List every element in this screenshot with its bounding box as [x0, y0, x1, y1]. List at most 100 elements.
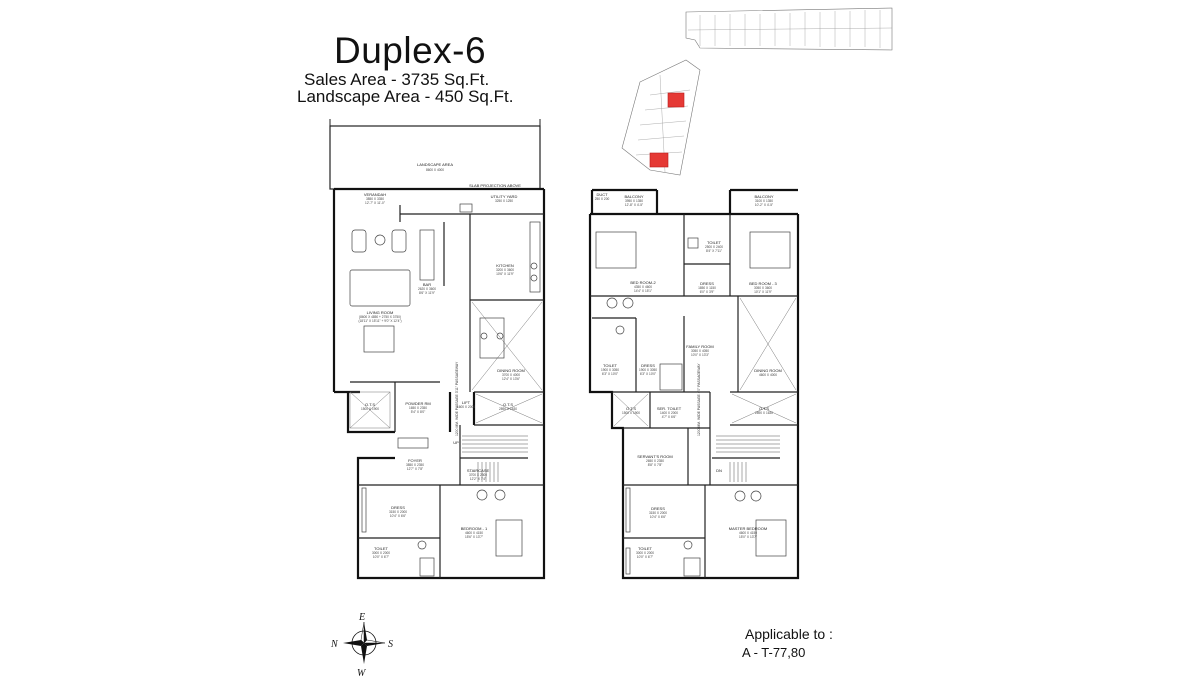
ground-floor-living-name: LIVING ROOM: [367, 310, 394, 315]
highlight-unit-1: [667, 92, 685, 108]
ground-floor-ots2-dim: 2890 X 1630: [499, 407, 517, 411]
first-floor-balcony2-name: BALCONY: [754, 194, 773, 199]
ground-floor-passage: 1200 MM. WIDE PASSAGE 3'11" PASSAGEWAY: [455, 361, 459, 436]
ground-floor-living-imp: (18'11" X 15'11" + 9'0" X 12'4"): [358, 319, 401, 323]
first-floor-family-dim: 3050 X 4050: [691, 349, 709, 353]
ground-floor-dining-name: DINING ROOM: [497, 368, 525, 373]
ground-floor-powder-imp: 5'4" X 8'0": [411, 410, 425, 414]
first-floor-ser-toilet-dim: 1400 X 2000: [660, 411, 678, 415]
first-floor-toilet-imp: 10'0" X 6'7": [637, 555, 653, 559]
sales-area: Sales Area - 3735 Sq.Ft.: [304, 70, 490, 89]
first-floor-dining-void-name: DINING ROOM: [754, 368, 782, 373]
ground-floor-toilet-name: TOILET: [374, 546, 388, 551]
ground-floor-foyer-name: FOYER: [408, 458, 422, 463]
first-floor-balcony1-imp: 12'-8" X 4'-5": [625, 203, 643, 207]
compass-east: E: [358, 612, 365, 623]
ground-floor-bar-name: BAR: [423, 282, 431, 287]
first-floor-toilet-top-dim: 2500 X 2400: [705, 245, 723, 249]
ground-floor-kitchen-name: KITCHEN: [496, 263, 514, 268]
first-floor-ots1-name: O.T.S: [626, 406, 636, 411]
first-floor-toilet-left-imp: 6'3" X 10'0": [602, 372, 618, 376]
ground-floor-lift-name: LIFT: [462, 400, 471, 405]
first-floor-balcony2-dim: 3100 X 1350: [755, 199, 773, 203]
first-floor-duct-dim: 250 X 200: [595, 197, 610, 201]
first-floor-family-imp: 10'0" X 13'3": [691, 353, 709, 357]
key-plan: [621, 7, 893, 176]
first-floor-bedroom2-dim: 4350 X 4600: [634, 285, 652, 289]
ground-floor-lift-dim: 1600 X 2000: [457, 405, 475, 409]
first-floor-bedroom3-imp: 10'1" X 11'9": [754, 290, 772, 294]
first-floor-master-name: MASTER BEDROOM: [729, 526, 767, 531]
first-floor-bedroom2-name: BED ROOM-2: [630, 280, 656, 285]
first-floor-balcony2-imp: 10'-2" X 4'-5": [755, 203, 773, 207]
first-floor-passage: 1200 MM. WIDE PASSAGE 4'0" PASSAGEWAY: [697, 363, 701, 436]
first-floor-balcony1-name: BALCONY: [624, 194, 643, 199]
first-floor-dress-imp: 10'4" X 6'6": [650, 515, 666, 519]
first-floor-toilet-top-name: TOILET: [707, 240, 721, 245]
first-floor-dress-left-dim: 1900 X 3050: [639, 368, 657, 372]
ground-floor-staircase-dim: 3700 X 2300: [469, 473, 487, 477]
first-floor-bedroom3-dim: 3050 X 3600: [754, 286, 772, 290]
ground-floor-plan: LANDSCAPE AREA 8600 X 4000 VERANDAH 3850…: [329, 119, 546, 580]
first-floor-dress-mid-imp: 6'0" X 3'9": [700, 290, 714, 294]
first-floor-duct-name: DUCT: [596, 192, 608, 197]
ground-floor-foyer-dim: 3850 X 2350: [406, 463, 424, 467]
ground-floor-foyer-imp: 12'7" X 7'8": [407, 467, 423, 471]
ground-floor-bedroom1-imp: 15'6" X 13'7": [465, 535, 483, 539]
first-floor-bedroom2-imp: 14'4" X 15'1": [634, 289, 652, 293]
first-floor-servant-dim: 2650 X 2350: [646, 459, 664, 463]
first-floor-ots2-dim: 2890 X 1630: [755, 411, 773, 415]
ground-floor-powder-name: POWDER RM: [405, 401, 430, 406]
ground-floor-staircase-imp: 12'2" X 7'4": [470, 477, 486, 481]
ground-floor-verandah-dim: 3850 X 3350: [366, 197, 384, 201]
first-floor-servant-name: SERVANT'S ROOM: [637, 454, 673, 459]
ground-floor-kitchen-imp: 10'6" X 11'9": [496, 272, 514, 276]
applicable-heading: Applicable to :: [745, 626, 833, 642]
compass-rose-icon: E N S W: [330, 612, 393, 679]
first-floor-dress-left-name: DRESS: [641, 363, 655, 368]
first-floor-dress-mid-dim: 1850 X 1150: [698, 286, 716, 290]
ground-floor-toilet-dim: 3000 X 2000: [372, 551, 390, 555]
ground-floor-ots2-name: O.T.S: [503, 402, 513, 407]
first-floor-toilet-name: TOILET: [638, 546, 652, 551]
first-floor-balcony1-dim: 3950 X 1350: [625, 199, 643, 203]
ground-floor-dress-name: DRESS: [391, 505, 405, 510]
first-floor-toilet-top-imp: 8'4" X 7'11": [706, 249, 722, 253]
ground-floor-dress-imp: 10'4" X 6'6": [390, 514, 406, 518]
first-floor-servant-imp: 8'8" X 7'8": [648, 463, 662, 467]
landscape-area: Landscape Area - 450 Sq.Ft.: [297, 87, 514, 106]
ground-floor-dress-dim: 3150 X 2000: [389, 510, 407, 514]
first-floor-dress-name: DRESS: [651, 506, 665, 511]
ground-floor-dining-dim: 3700 X 4000: [502, 373, 520, 377]
ground-floor-landscape-name: LANDSCAPE AREA: [417, 162, 453, 167]
first-floor-plan: DUCT 250 X 200 BALCONY 3950 X 1350 12'-8…: [588, 188, 800, 580]
ground-floor-bedroom1-dim: 4600 X 4150: [465, 531, 483, 535]
first-floor-ots1-dim: 1500 X 1900: [622, 411, 640, 415]
first-floor-dining-void-dim: 4600 X 4000: [759, 373, 777, 377]
first-floor-toilet-left-dim: 1900 X 3050: [601, 368, 619, 372]
ground-floor-up: UP: [453, 440, 459, 445]
ground-floor-dining-imp: 12'4" X 13'6": [502, 377, 520, 381]
compass-north: N: [330, 639, 339, 650]
ground-floor-toilet-imp: 10'0" X 6'7": [373, 555, 389, 559]
ground-floor-utility-dim: 3250 X 1250: [495, 199, 513, 203]
first-floor-master-imp: 15'0" X 13'7": [739, 535, 757, 539]
ground-floor-kitchen-dim: 3200 X 3600: [496, 268, 514, 272]
first-floor-dress-left-imp: 6'3" X 10'0": [640, 372, 656, 376]
ground-floor-ots1-dim: 1500 X 1900: [361, 407, 379, 411]
ground-floor-utility-name: UTILITY YARD: [491, 194, 518, 199]
ground-floor-staircase-name: STAIRCASE: [467, 468, 490, 473]
ground-floor-slab-note: SLAB PROJECTION ABOVE: [469, 183, 521, 188]
ground-floor-bar-dim: 2620 X 3600: [418, 287, 436, 291]
ground-floor-living-dim: (8600 X 4850 + 2750 X 3750): [359, 315, 401, 319]
ground-floor-verandah-imp: 12'-7" X 11'-0": [365, 201, 385, 205]
highlight-unit-2: [649, 152, 669, 168]
first-floor-bedroom3-name: BED ROOM - 3: [749, 281, 777, 286]
ground-floor-bedroom1-name: BEDROOM - 1: [461, 526, 488, 531]
ground-floor-bar-imp: 8'6" X 11'9": [419, 291, 435, 295]
first-floor-toilet-dim: 3000 X 2000: [636, 551, 654, 555]
first-floor-dress-mid-name: DRESS: [700, 281, 714, 286]
first-floor-ser-toilet-name: SER. TOILET: [657, 406, 682, 411]
first-floor-ser-toilet-imp: 4'7" X 6'6": [662, 415, 676, 419]
